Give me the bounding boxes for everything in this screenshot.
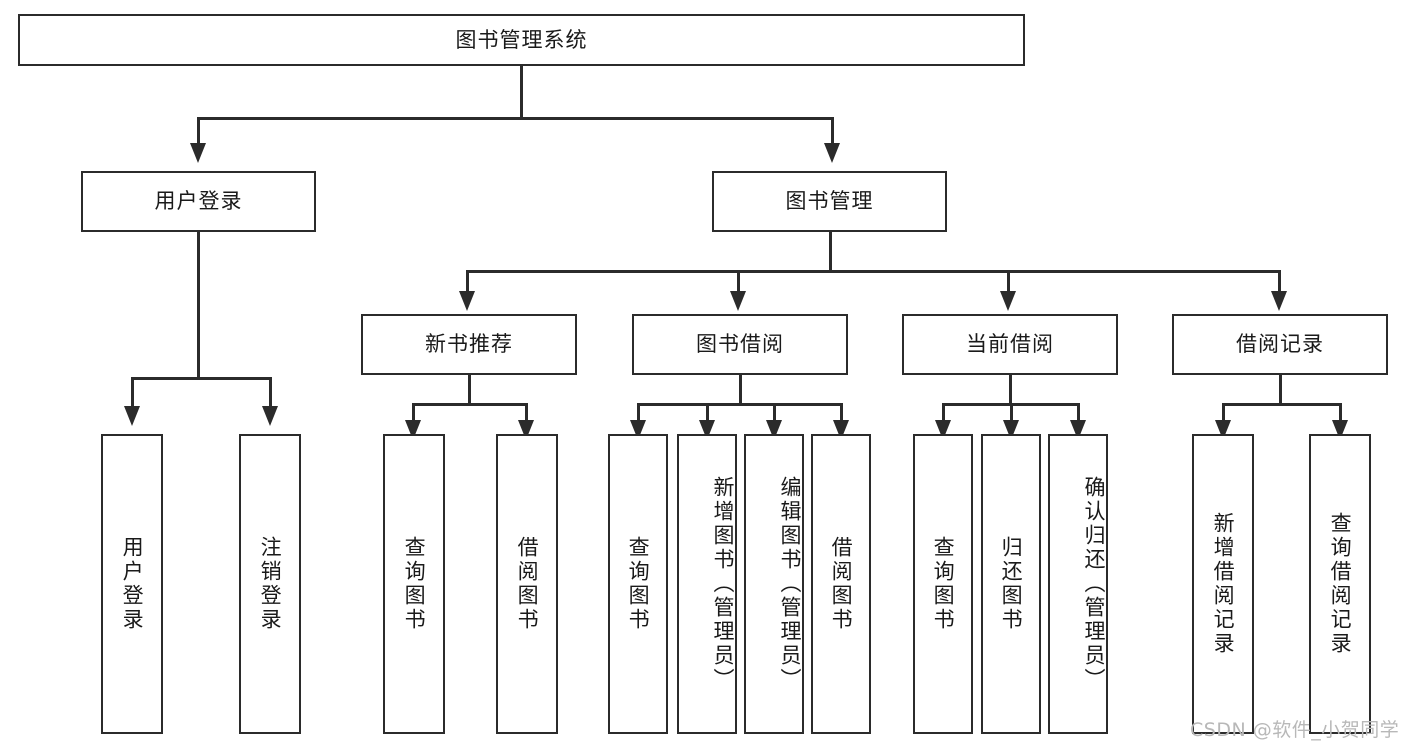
- leaf-br-add-record[interactable]: 新增借阅记录: [1192, 434, 1254, 734]
- edge-bb-to-leaf-3: [773, 403, 776, 421]
- edge-bb-stem: [739, 375, 742, 405]
- csdn-watermark: CSDN @软件_小贺同学: [1190, 719, 1400, 741]
- node-label: 图书借阅: [696, 332, 784, 357]
- node-label: 查询图书: [931, 536, 956, 632]
- edge-cb-to-leaf-2: [1010, 403, 1013, 421]
- edge-bb-to-leaf-1: [637, 403, 640, 421]
- node-label: 借阅图书: [829, 536, 854, 632]
- leaf-cb-confirm-return-admin[interactable]: 确认归还（管理员）: [1048, 434, 1108, 734]
- arrowhead-new-book-recommend: [459, 291, 475, 311]
- leaf-cb-query-book[interactable]: 查询图书: [913, 434, 973, 734]
- arrowhead-book-management: [824, 143, 840, 163]
- node-new-book-recommend[interactable]: 新书推荐: [361, 314, 577, 375]
- edge-book-management-stem: [829, 232, 832, 272]
- node-label: 用户登录: [154, 189, 243, 214]
- node-book-borrow[interactable]: 图书借阅: [632, 314, 848, 375]
- arrowhead-book-borrow: [730, 291, 746, 311]
- edge-nbr-bus: [412, 403, 525, 406]
- edge-user-login-to-leaf-1: [131, 377, 134, 407]
- edge-br-bus: [1222, 403, 1339, 406]
- edge-bm-to-new-book: [466, 270, 469, 292]
- edge-bm-to-borrow-record: [1278, 270, 1281, 292]
- arrowhead-user-login: [190, 143, 206, 163]
- node-root-book-management-system[interactable]: 图书管理系统: [18, 14, 1025, 66]
- node-label: 编辑图书（管理员）: [778, 476, 802, 692]
- edge-root-to-book-management: [831, 117, 834, 144]
- edge-root-bus: [197, 117, 833, 120]
- node-borrow-record[interactable]: 借阅记录: [1172, 314, 1388, 375]
- leaf-user-login-login[interactable]: 用户登录: [101, 434, 163, 734]
- leaf-user-login-logout[interactable]: 注销登录: [239, 434, 301, 734]
- arrowhead-current-borrow: [1000, 291, 1016, 311]
- node-label: 注销登录: [258, 536, 283, 632]
- edge-br-to-leaf-1: [1222, 403, 1225, 421]
- leaf-bb-query-book[interactable]: 查询图书: [608, 434, 668, 734]
- node-label: 图书管理系统: [455, 27, 588, 52]
- arrowhead-user-login-leaf-1: [124, 406, 140, 426]
- node-book-management[interactable]: 图书管理: [712, 171, 947, 232]
- edge-bm-to-book-borrow: [737, 270, 740, 292]
- node-label: 借阅记录: [1236, 332, 1324, 357]
- edge-br-stem: [1279, 375, 1282, 405]
- node-label: 当前借阅: [966, 332, 1054, 357]
- leaf-nbr-borrow-book[interactable]: 借阅图书: [496, 434, 558, 734]
- edge-root-stem: [520, 66, 523, 119]
- node-label: 新书推荐: [425, 332, 513, 357]
- leaf-br-query-record[interactable]: 查询借阅记录: [1309, 434, 1371, 734]
- node-label: 查询图书: [402, 536, 427, 632]
- edge-nbr-to-leaf-2: [525, 403, 528, 421]
- edge-root-to-user-login: [197, 117, 200, 144]
- edge-br-to-leaf-2: [1339, 403, 1342, 421]
- leaf-bb-edit-book-admin[interactable]: 编辑图书（管理员）: [744, 434, 804, 734]
- node-label: 借阅图书: [515, 536, 540, 632]
- leaf-bb-add-book-admin[interactable]: 新增图书（管理员）: [677, 434, 737, 734]
- node-label: 用户登录: [120, 536, 145, 632]
- edge-bm-to-current-borrow: [1007, 270, 1010, 292]
- node-label: 新增图书（管理员）: [711, 476, 735, 692]
- edge-bb-to-leaf-4: [840, 403, 843, 421]
- edge-nbr-stem: [468, 375, 471, 405]
- node-current-borrow[interactable]: 当前借阅: [902, 314, 1118, 375]
- edge-cb-to-leaf-3: [1077, 403, 1080, 421]
- leaf-cb-return-book[interactable]: 归还图书: [981, 434, 1041, 734]
- node-label: 确认归还（管理员）: [1082, 476, 1106, 692]
- node-label: 新增借阅记录: [1211, 512, 1236, 656]
- node-label: 归还图书: [999, 536, 1024, 632]
- edge-user-login-stem: [197, 232, 200, 379]
- arrowhead-user-login-leaf-2: [262, 406, 278, 426]
- leaf-bb-borrow-book[interactable]: 借阅图书: [811, 434, 871, 734]
- edge-user-login-bus: [131, 377, 269, 380]
- edge-cb-to-leaf-1: [942, 403, 945, 421]
- node-user-login[interactable]: 用户登录: [81, 171, 316, 232]
- node-label: 查询借阅记录: [1328, 512, 1353, 656]
- edge-book-management-bus: [466, 270, 1280, 273]
- arrowhead-borrow-record: [1271, 291, 1287, 311]
- edge-cb-stem: [1009, 375, 1012, 405]
- node-label: 图书管理: [785, 189, 874, 214]
- edge-nbr-to-leaf-1: [412, 403, 415, 421]
- edge-bb-bus: [637, 403, 842, 406]
- edge-bb-to-leaf-2: [706, 403, 709, 421]
- leaf-nbr-query-book[interactable]: 查询图书: [383, 434, 445, 734]
- edge-user-login-to-leaf-2: [269, 377, 272, 407]
- node-label: 查询图书: [626, 536, 651, 632]
